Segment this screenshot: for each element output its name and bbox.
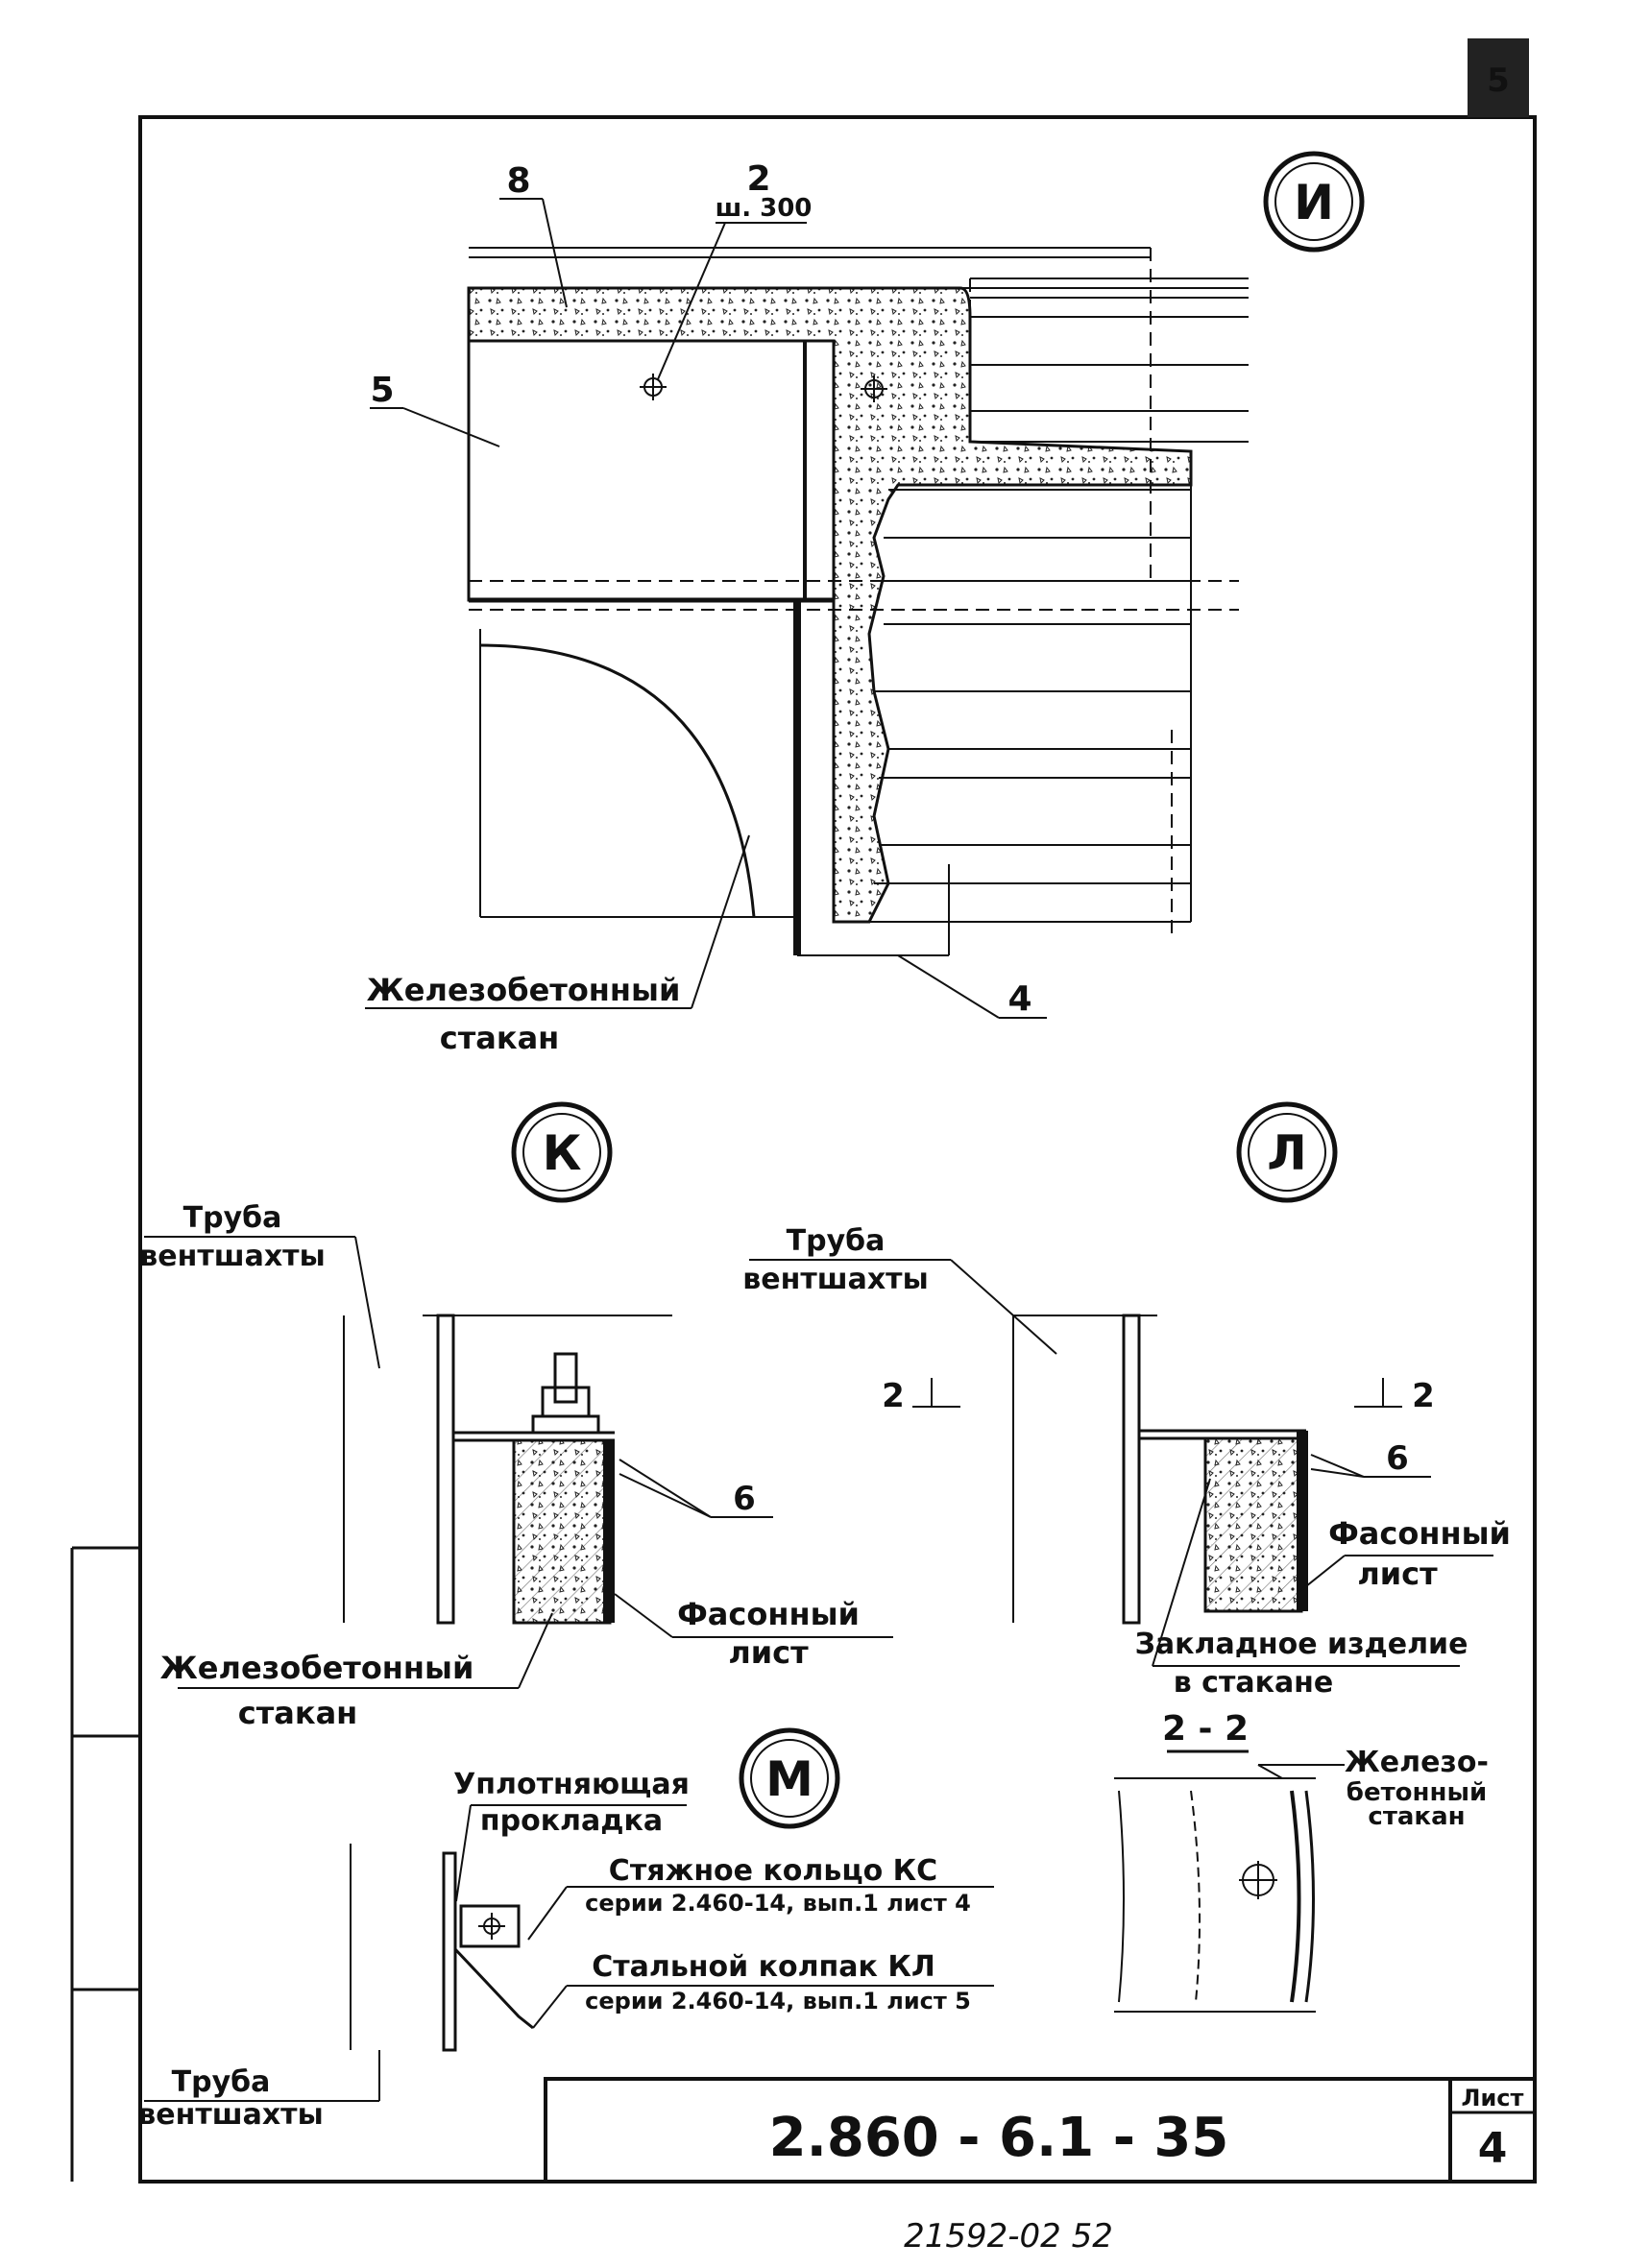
section-22-title: 2 - 2	[1162, 1709, 1249, 1749]
cap-line1: Стальной колпак КЛ	[592, 1950, 935, 1984]
section22-glass-line1: Железо-	[1345, 1746, 1489, 1779]
callout-2-note: ш. 300	[716, 194, 813, 223]
callout-6-k: 6	[733, 1480, 756, 1518]
sheet-label: Лист	[1462, 2085, 1524, 2111]
callout-5: 5	[370, 371, 394, 410]
shaped-sheet-k-line1: Фасонный	[677, 1596, 860, 1632]
left-margin-stamp	[70, 1546, 140, 2182]
corner-mark-text: 5	[1487, 61, 1510, 100]
footer-stamp: 21592-02 52	[904, 2217, 1113, 2256]
view-i-marker: И	[1294, 175, 1334, 230]
pipe-label-k-line1: Труба	[183, 1201, 282, 1235]
ring-line1: Стяжное кольцо КС	[609, 1854, 937, 1888]
label-glass-i-line2: стакан	[440, 1020, 560, 1056]
view-m-marker: М	[765, 1751, 813, 1807]
pipe-label-m-line1: Труба	[172, 2065, 271, 2099]
view-m: М Уплотняющая прокладка Стяжное кольцо К…	[137, 1727, 994, 2132]
embedded-l-line2: в стакане	[1174, 1666, 1334, 1700]
section-mark-l-left: 2	[882, 1377, 905, 1415]
callout-4: 4	[1007, 979, 1031, 1019]
view-l-marker-circle	[1236, 1101, 1338, 1203]
title-block: 2.860 - 6.1 - 35 Лист 4	[544, 2077, 1537, 2184]
glass-k-line2: стакан	[238, 1695, 358, 1731]
pipe-label-m-line2: вентшахты	[137, 2098, 323, 2132]
view-l: Л Труба вентшахты 2 2 6 Фасонный лист За…	[742, 1101, 1511, 1700]
section-mark-l-right: 2	[1412, 1377, 1435, 1415]
block-5	[467, 339, 807, 602]
doc-code: 2.860 - 6.1 - 35	[769, 2107, 1229, 2169]
pipe-label-l-line1: Труба	[787, 1224, 886, 1258]
ring-line2: серии 2.460-14, вып.1 лист 4	[585, 1890, 971, 1917]
label-glass-i-line1: Железобетонный	[367, 972, 681, 1008]
sheet-number: 4	[1478, 2124, 1508, 2173]
embedded-l-line1: Закладное изделие	[1135, 1628, 1468, 1661]
view-m-marker-circle	[739, 1727, 840, 1829]
shaped-sheet-k-line2: лист	[728, 1634, 809, 1671]
cap-line2: серии 2.460-14, вып.1 лист 5	[585, 1988, 971, 2015]
view-k-marker-circle	[511, 1101, 613, 1203]
seal-line1: Уплотняющая	[453, 1768, 690, 1801]
glass-k-line1: Железобетонный	[160, 1650, 474, 1686]
callout-8: 8	[506, 161, 530, 201]
callout-2: 2	[746, 159, 770, 199]
pipe-label-l-line2: вентшахты	[742, 1263, 928, 1296]
callout-6-l: 6	[1386, 1439, 1409, 1478]
view-i: И	[365, 151, 1365, 1056]
shaped-sheet-l-line1: Фасонный	[1328, 1515, 1511, 1552]
view-l-marker: Л	[1267, 1125, 1307, 1181]
pipe-label-k-line2: вентшахты	[139, 1240, 325, 1273]
seal-line2: прокладка	[480, 1804, 663, 1838]
corner-mark	[1468, 38, 1529, 117]
view-k-marker: К	[543, 1125, 582, 1181]
shaped-sheet-l-line2: лист	[1357, 1556, 1438, 1592]
section-2-2: 2 - 2 Железо- бетонный стакан	[1114, 1709, 1489, 2013]
view-i-marker-circle	[1263, 151, 1365, 253]
section22-glass-line2: бетонный	[1347, 1778, 1487, 1807]
section22-glass-line3: стакан	[1368, 1802, 1465, 1831]
view-k: К Труба вентшахты 6 Фасонный лист Железо…	[139, 1101, 893, 1731]
